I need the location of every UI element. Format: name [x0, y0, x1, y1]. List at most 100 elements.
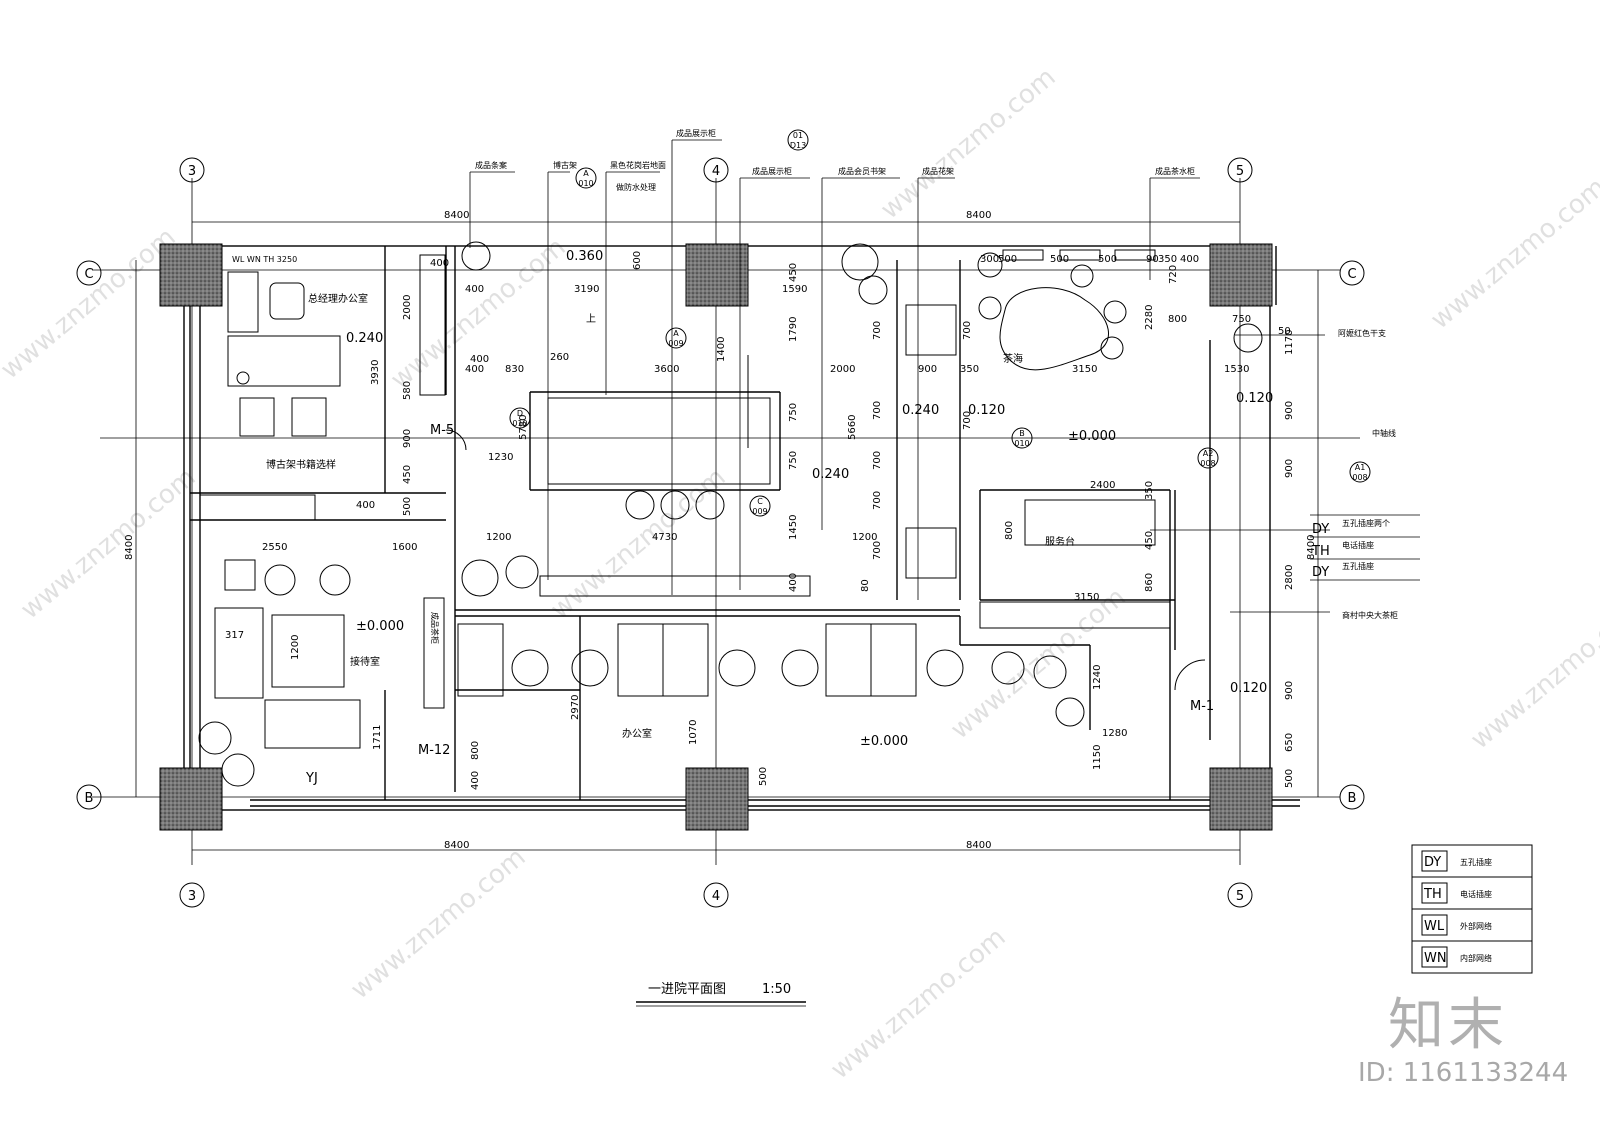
plant-stand — [905, 304, 957, 356]
dim-label: 800 — [1168, 314, 1187, 325]
dim-label: 80 — [860, 579, 871, 592]
section-sheet: D13 — [790, 141, 806, 150]
dim-label: 500 — [402, 497, 413, 516]
dim-label: 600 — [632, 251, 643, 270]
chair — [926, 649, 964, 687]
tea-table — [999, 287, 1109, 371]
dim-label: 1400 — [716, 337, 727, 362]
chair — [571, 649, 609, 687]
axis-markers: 3 4 5 3 4 5 C C B B — [76, 157, 1365, 908]
section-id: A — [583, 169, 589, 178]
watermark-text: www.znzmo.com — [0, 222, 182, 385]
room-labels: 总经理办公室 博古架书籍选样 茶海 服务台 接待室 办公室 成品茶柜 — [266, 292, 1075, 740]
dim-label: 3150 — [1072, 364, 1097, 375]
axis-label: B — [85, 791, 94, 806]
section-sheet: 010 — [512, 419, 527, 428]
dim-label: 8400 — [444, 210, 469, 221]
watermark-text: www.znzmo.com — [945, 582, 1131, 745]
column — [685, 767, 749, 831]
stool — [695, 490, 725, 520]
dim-label: 1200 — [290, 635, 301, 660]
dim-label: 700 — [962, 411, 973, 430]
planter — [1233, 323, 1263, 353]
callout: 成品茶水柜 — [1155, 166, 1195, 176]
dim-label: 400 — [356, 500, 375, 511]
tea-cabinet — [979, 601, 1171, 629]
coffee-table — [271, 614, 345, 688]
dim-label: 830 — [505, 364, 524, 375]
axis-bubble — [76, 784, 102, 810]
level-mark: 0.120 — [968, 403, 1005, 418]
axis-bubble — [703, 882, 729, 908]
stool — [1100, 336, 1124, 360]
dim-label: 1200 — [486, 532, 511, 543]
dim-label: 3600 — [654, 364, 679, 375]
axis-bubble — [1227, 157, 1253, 183]
dim-label: 500 — [1050, 254, 1069, 265]
level-mark: ±0.000 — [860, 734, 908, 749]
section-id: D — [517, 409, 523, 418]
dim-label: 750 — [788, 451, 799, 470]
door-labels: M-5 M-12 M-1 YJ 上 WL WN TH 3250 — [232, 255, 1214, 786]
section-id: A — [673, 329, 679, 338]
dim-label: 1170 — [1284, 330, 1295, 355]
room-name: 办公室 — [622, 727, 652, 740]
dim-label: 317 — [225, 630, 244, 641]
plant — [841, 243, 879, 281]
chair — [511, 649, 549, 687]
axis-bubble — [179, 882, 205, 908]
axis-label: 4 — [712, 889, 720, 904]
dim-label: 8400 — [124, 535, 135, 560]
dim-label: 450 — [788, 263, 799, 282]
chair — [1055, 697, 1085, 727]
callout: 成品展示柜 — [752, 166, 792, 176]
dim-label: 50 — [1278, 326, 1291, 337]
watermark-text: www.znzmo.com — [15, 462, 201, 625]
chair — [1033, 655, 1067, 689]
dim-label: 2800 — [1284, 565, 1295, 590]
callout: 中轴线 — [1372, 428, 1396, 438]
plant — [198, 721, 232, 755]
dim-label: 260 — [550, 352, 569, 363]
cabinet — [227, 271, 259, 333]
plant — [461, 241, 491, 271]
dim-label: 1230 — [488, 452, 513, 463]
dim-label: 580 — [402, 381, 413, 400]
drawing-title: 一进院平面图 1:50 — [636, 982, 806, 1007]
service-counter — [1024, 499, 1156, 546]
dim-label: 400 — [470, 771, 481, 790]
section-sheet: 008 — [1352, 473, 1367, 482]
dim-label: 450 — [402, 465, 413, 484]
columns — [159, 243, 1273, 831]
dim-label: 750 — [788, 403, 799, 422]
shelf — [199, 494, 316, 521]
axis-bubble — [76, 260, 102, 286]
legend-desc: 电话插座 — [1460, 889, 1492, 899]
tea-cabinet — [1059, 249, 1101, 261]
callout-labels: 成品条案 博古架 黑色花岗岩地面 做防水处理 成品展示柜 成品展示柜 成品会员书… — [475, 128, 1420, 620]
watermark-text: www.znzmo.com — [1425, 172, 1600, 335]
watermark-text: www.znzmo.com — [825, 922, 1011, 1085]
dim-label: 700 — [872, 541, 883, 560]
plug-code: DY — [1312, 565, 1329, 580]
plant — [977, 252, 1003, 278]
dim-label: 4730 — [652, 532, 677, 543]
section-sheet: 009 — [752, 507, 767, 516]
stool — [978, 296, 1002, 320]
door-tag: M-1 — [1190, 699, 1214, 714]
dim-label: 400 — [1180, 254, 1199, 265]
room-name: 博古架书籍选样 — [266, 458, 336, 471]
column — [1209, 767, 1273, 831]
callout: 阿嬷红色干支 — [1338, 328, 1386, 338]
level-mark: 0.240 — [902, 403, 939, 418]
watermark-layer: www.znzmo.com www.znzmo.com www.znzmo.co… — [0, 62, 1600, 1085]
dim-label: 700 — [872, 451, 883, 470]
axis-label: C — [84, 267, 93, 282]
axis-bubble — [703, 157, 729, 183]
dim-label: 400 — [430, 258, 449, 269]
title-text: 一进院平面图 — [648, 982, 726, 997]
dim-label: 5780 — [518, 415, 529, 440]
side-table — [224, 559, 256, 591]
dim-label: 1600 — [392, 542, 417, 553]
dim-label: 700 — [872, 321, 883, 340]
